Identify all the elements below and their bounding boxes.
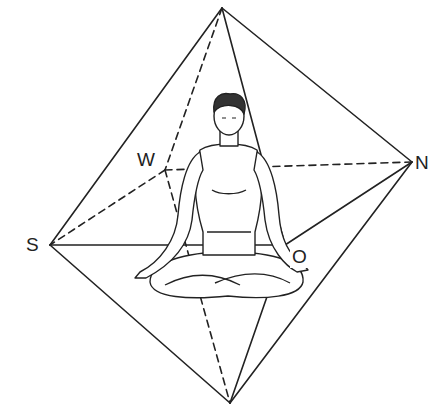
- vertex-label: N: [413, 153, 431, 174]
- visible-edges: [50, 8, 412, 403]
- meditating-figure: [135, 94, 308, 298]
- hidden-edges: [50, 8, 412, 403]
- vertex-label: O: [290, 247, 309, 268]
- vertex-label: S: [24, 235, 41, 256]
- vertex-label: W: [135, 150, 157, 171]
